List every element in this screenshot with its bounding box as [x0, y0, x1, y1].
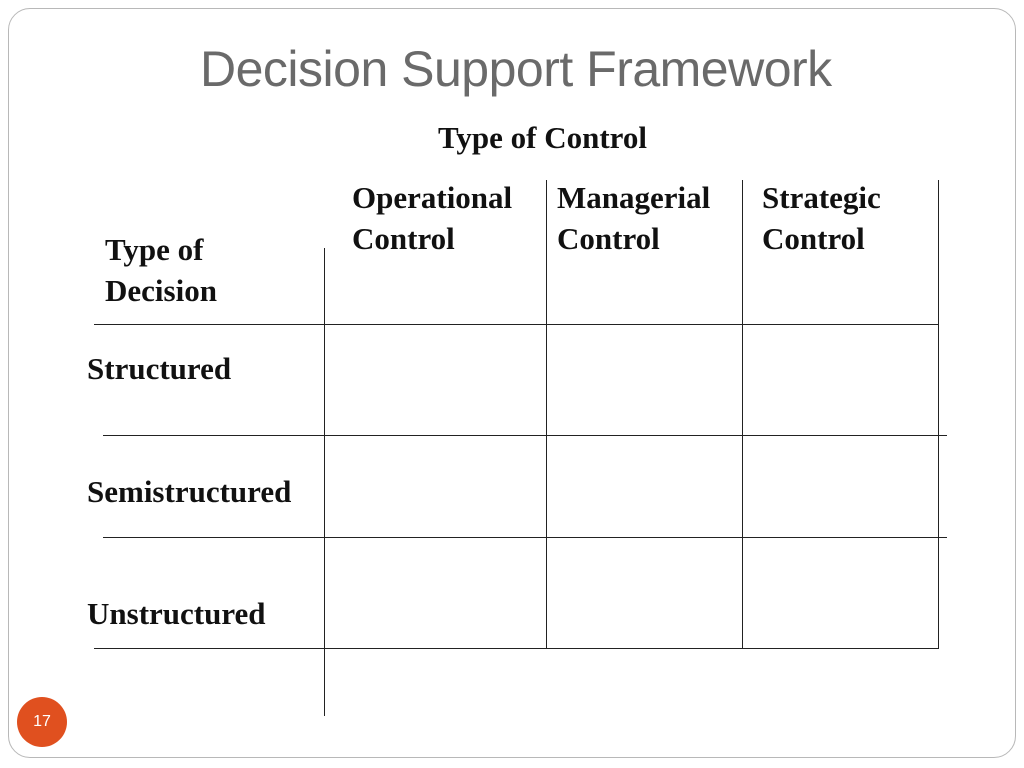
column-header-line1: Operational [352, 180, 513, 215]
row-axis-label-line2: Decision [105, 273, 217, 308]
row-axis-label-line1: Type of [105, 232, 204, 267]
grid-line-horizontal [103, 435, 947, 436]
slide-frame [8, 8, 1016, 758]
grid-line-horizontal [94, 324, 939, 325]
column-header-line1: Managerial [557, 180, 711, 215]
column-axis-label: Type of Control [438, 120, 647, 155]
column-header-strategic: Strategic Control [762, 177, 881, 259]
column-header-line1: Strategic [762, 180, 881, 215]
row-axis-label: Type of Decision [105, 229, 217, 311]
row-label-unstructured: Unstructured [87, 596, 266, 631]
grid-line-vertical [324, 248, 325, 716]
grid-line-horizontal [103, 537, 947, 538]
column-header-line2: Control [557, 221, 660, 256]
column-header-line2: Control [352, 221, 455, 256]
row-label-structured: Structured [87, 351, 232, 386]
column-header-managerial: Managerial Control [557, 177, 710, 259]
column-header-operational: Operational Control [352, 177, 512, 259]
grid-line-horizontal [94, 648, 939, 649]
slide-title: Decision Support Framework [200, 41, 832, 97]
grid-line-vertical [546, 180, 547, 648]
grid-line-vertical [742, 180, 743, 648]
column-header-line2: Control [762, 221, 865, 256]
page-number-badge: 17 [17, 697, 67, 747]
row-label-semistructured: Semistructured [87, 474, 292, 509]
grid-line-vertical [938, 180, 939, 648]
